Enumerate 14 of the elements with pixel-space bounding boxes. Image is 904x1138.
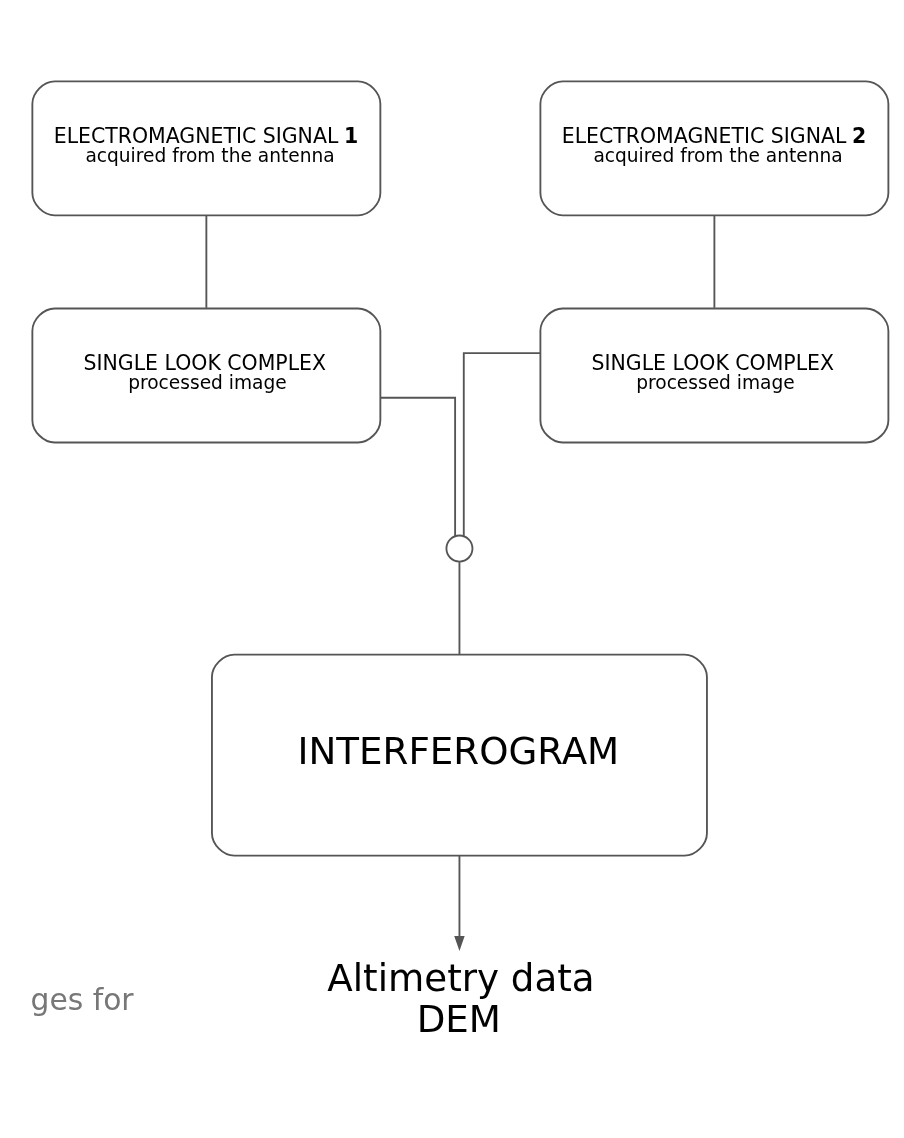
node-text: Altimetry data DEM	[327, 956, 595, 1042]
node-box: ELECTROMAGNETIC SIGNAL 2 acquired from the antenna	[539, 80, 890, 217]
node-box: SINGLE LOOK COMPLEX processed image	[539, 307, 890, 444]
node-box: ELECTROMAGNETIC SIGNAL 1 acquired from the antenna	[31, 80, 382, 217]
connector	[205, 215, 208, 309]
node-circle	[445, 534, 474, 563]
node-box: INTERFEROGRAM	[211, 653, 708, 857]
node-box: SINGLE LOOK COMPLEX processed image	[31, 307, 382, 444]
arrow	[454, 854, 465, 951]
label: ges for	[30, 981, 134, 1017]
connector	[713, 215, 716, 309]
connector	[462, 352, 542, 537]
connector	[379, 396, 457, 538]
connector	[458, 561, 461, 656]
